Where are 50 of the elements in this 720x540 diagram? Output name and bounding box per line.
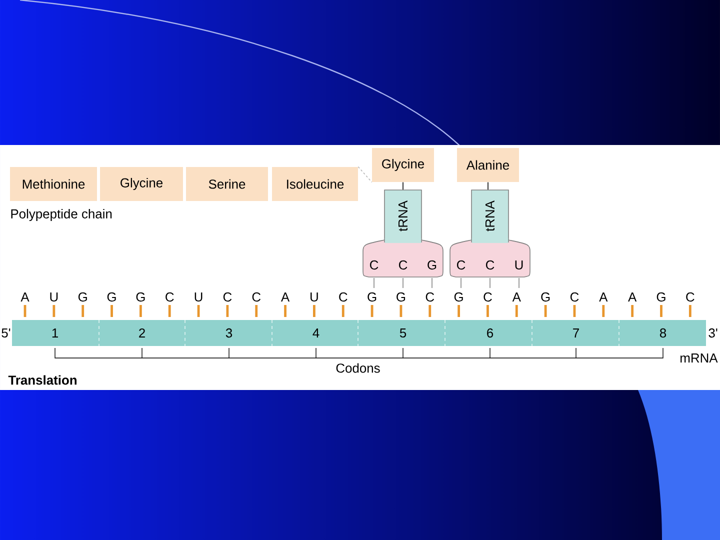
codon-number: 7 <box>573 328 579 338</box>
nucleotide-letter: A <box>281 292 290 302</box>
nucleotide-letter: C <box>686 292 694 302</box>
nucleotide-letter: G <box>136 292 145 302</box>
codon-number: 4 <box>312 328 320 338</box>
nucleotide-letter: G <box>78 292 87 302</box>
strand-end-label: 5' <box>2 328 10 338</box>
nucleotide-letter: C <box>484 292 492 302</box>
nucleotide-letter: G <box>396 292 406 302</box>
nucleotide-letter: G <box>656 292 666 302</box>
nucleotide-letter: C <box>570 292 579 302</box>
axis-label: Codons <box>336 363 380 373</box>
amino-acid-box: Methionine <box>10 167 97 201</box>
mrna-label: mRNA <box>680 354 718 362</box>
node-label: tRNA <box>398 200 408 232</box>
panel-title: Translation <box>8 375 76 385</box>
nucleotide-letter: A <box>20 292 30 302</box>
amino-acid-box: Glycine <box>372 148 434 182</box>
caption: Polypeptide chain <box>11 208 112 222</box>
nucleotide-letter: C <box>339 292 348 302</box>
codon-number: 2 <box>139 328 145 338</box>
amino-acid-box: Serine <box>186 167 268 201</box>
nucleotide-letter: C <box>166 292 174 302</box>
node-label: tRNA <box>486 200 494 232</box>
nucleotide-letter: U <box>310 292 318 302</box>
nucleotide-letter: A <box>512 292 521 302</box>
nucleotide-letter: A <box>599 292 608 302</box>
nucleotide-letter: G <box>368 292 376 302</box>
amino-acid-box: Alanine <box>457 148 519 182</box>
codon-number: 6 <box>487 328 494 338</box>
codon-number: 8 <box>660 328 666 338</box>
nucleotide-letter: U <box>194 292 202 302</box>
connector-line <box>402 182 404 190</box>
nucleotide-letter: G <box>107 292 116 302</box>
nucleotide-letter: A <box>628 292 637 302</box>
codon-number: 1 <box>52 328 58 338</box>
nucleotide-letter: C <box>252 292 261 302</box>
trna-drawing: tRNA C C U <box>450 190 530 278</box>
nucleotide-letter: C <box>426 292 434 302</box>
codon-number: 3 <box>226 328 232 338</box>
nucleotide-letter: C <box>223 292 232 302</box>
codon-number: 5 <box>400 328 406 338</box>
nucleotide-letter: G <box>454 292 463 302</box>
trna-drawing: tRNA C C G <box>362 190 444 278</box>
dotted-line <box>358 166 372 183</box>
nucleotide-letter: G <box>541 292 550 302</box>
nucleotide-letter: U <box>50 292 58 302</box>
amino-acid-box: Isoleucine <box>272 167 358 201</box>
amino-acid-box: Glycine <box>100 167 183 201</box>
strand-end-label: 3' <box>708 328 718 338</box>
